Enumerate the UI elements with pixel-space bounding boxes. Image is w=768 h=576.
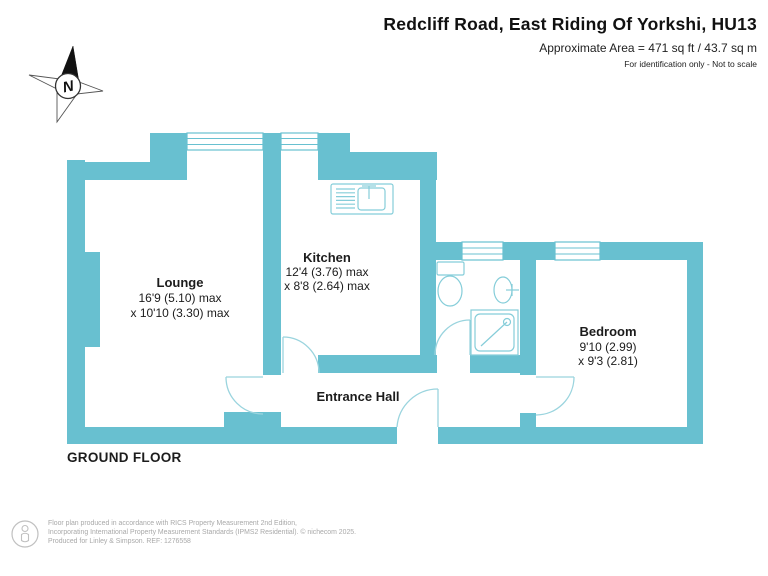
approximate-area-text: Approximate Area = 471 sq ft / 43.7 sq m	[539, 41, 757, 55]
wall-bedroom-left-stub	[520, 413, 536, 427]
page-title: Redcliff Road, East Riding Of Yorkshi, H…	[383, 14, 757, 34]
room-labels: Lounge 16'9 (5.10) max x 10'10 (3.30) ma…	[130, 250, 637, 404]
wall-pier-mid	[503, 242, 555, 260]
doors	[225, 319, 575, 428]
wall-lounge-left	[67, 160, 85, 444]
wall-top-east	[350, 152, 437, 180]
bathroom-door-icon	[434, 319, 471, 356]
kitchen-window-icon	[280, 132, 319, 151]
lounge-dim-2: x 10'10 (3.30) max	[130, 306, 229, 320]
bedroom-door-icon	[535, 376, 575, 416]
kitchen-dim-1: 12'4 (3.76) max	[286, 265, 369, 279]
compass-north-letter: N	[61, 77, 76, 96]
lounge-dim-1: 16'9 (5.10) max	[139, 291, 222, 305]
wall-bathroom-bottom-right	[470, 355, 520, 373]
header: Redcliff Road, East Riding Of Yorkshi, H…	[383, 14, 757, 69]
footer: Floor plan produced in accordance with R…	[10, 519, 356, 549]
floor-label: GROUND FLOOR	[67, 450, 182, 465]
wall-left-pier	[85, 252, 100, 347]
lounge-window-icon	[186, 132, 264, 151]
person-scale-icon	[11, 520, 39, 548]
kitchen-dim-2: x 8'8 (2.64) max	[284, 279, 370, 293]
bedroom-dim-2: x 9'3 (2.81)	[578, 354, 638, 368]
walls	[67, 133, 703, 444]
disclaimer-text: For identification only - Not to scale	[624, 59, 757, 69]
wall-divider-bottom-stub	[263, 413, 281, 444]
footer-line-1: Floor plan produced in accordance with R…	[48, 520, 297, 527]
wall-bedroom-right	[687, 242, 703, 444]
toilet-icon	[436, 261, 465, 307]
lounge-door-icon	[225, 376, 264, 415]
wall-kitchen-bathroom-left	[420, 180, 436, 373]
bedroom-dim-1: 9'10 (2.99)	[580, 340, 637, 354]
wall-bedroom-top	[600, 242, 703, 260]
wall-top-left	[67, 162, 150, 180]
sink-icon	[493, 276, 519, 304]
entrance-hall-label: Entrance Hall	[316, 389, 399, 404]
wall-lounge-kitchen-divider	[263, 133, 281, 375]
kitchen-sink-icon	[330, 183, 394, 215]
kitchen-door-icon	[282, 336, 320, 374]
shower-icon	[470, 309, 519, 356]
footer-text: Floor plan produced in accordance with R…	[48, 519, 356, 546]
lounge-label: Lounge	[157, 275, 204, 290]
footer-line-3: Produced for Linley & Simpson. REF: 1276…	[48, 538, 191, 545]
wall-bottom-west	[67, 427, 397, 444]
wall-bathroom-bedroom-divider	[520, 260, 536, 375]
wall-step-block-left	[150, 133, 187, 180]
footer-line-2: Incorporating International Property Mea…	[48, 529, 357, 536]
wall-bathroom-top	[436, 242, 462, 260]
kitchen-label: Kitchen	[303, 250, 351, 265]
bedroom-window-icon	[554, 241, 601, 261]
wall-bathroom-bottom-left	[420, 355, 437, 373]
wall-step-block-right	[318, 133, 350, 180]
windows	[186, 132, 601, 261]
wall-kitchen-bottom	[318, 355, 422, 373]
wall-bottom-east	[438, 427, 703, 444]
entrance-door-icon	[396, 388, 439, 428]
compass-icon: N	[28, 45, 104, 124]
bathroom-window-icon	[461, 241, 504, 261]
bedroom-label: Bedroom	[579, 324, 636, 339]
